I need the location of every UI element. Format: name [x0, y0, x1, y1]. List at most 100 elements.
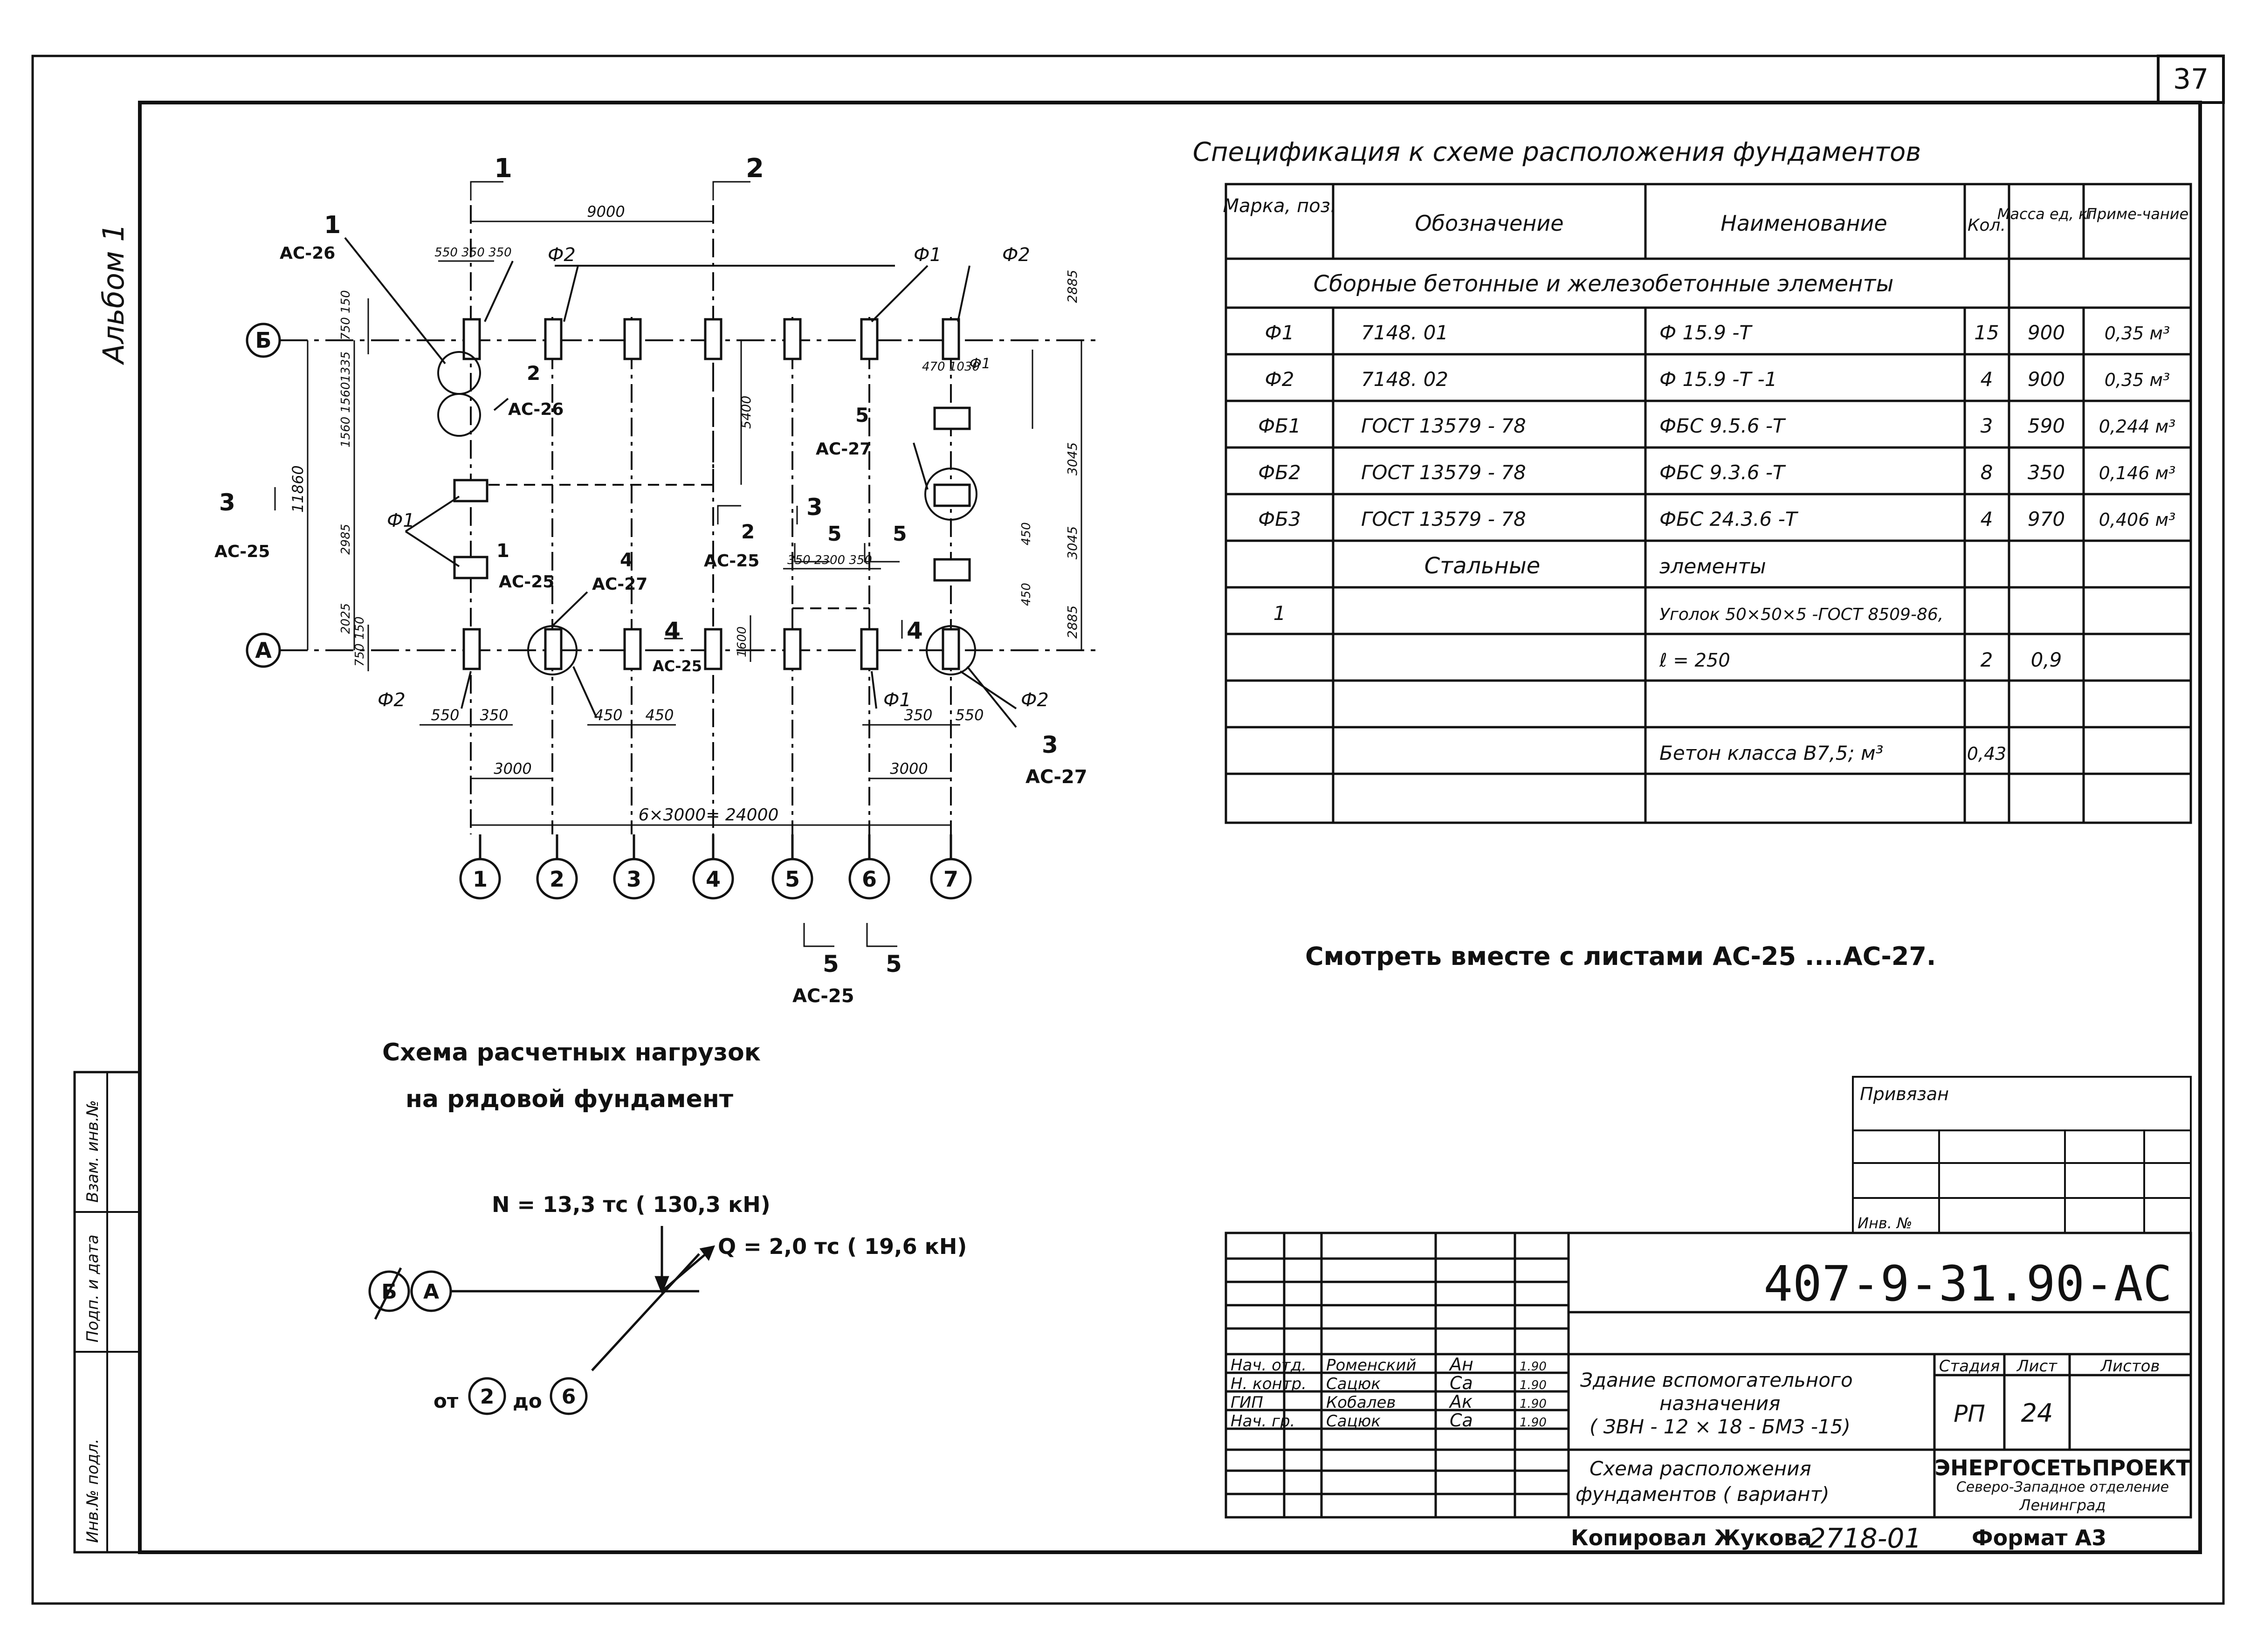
title-block-roles: Нач. отд. Н. контр. ГИП Нач. гр. Роменск… [1231, 1354, 1547, 1431]
dim-left-total: 11860 [289, 465, 307, 513]
section-1b-ac: АС-25 [499, 572, 554, 592]
spec-row-4: ФБ2 ГОСТ 13579 - 78 ФБС 9.3.6 -Т 8 350 0… [1258, 461, 2175, 484]
section-4-ref: 4 [620, 550, 633, 571]
section-4c-ref: 4 [907, 617, 923, 644]
spec-header-qty: Кол. [1968, 216, 2006, 235]
spec-group-2-b: элементы [1659, 555, 1766, 578]
name-3: Кобалев [1326, 1393, 1396, 1412]
section-3c-ac: АС-27 [1025, 766, 1087, 788]
spec-cell: 3 [1981, 414, 1993, 437]
spec-cell: 0,35 м³ [2105, 370, 2170, 390]
axis-6-label: 6 [862, 867, 877, 892]
spec-table-header: Марка, поз. Обозначение Наименование Кол… [1223, 195, 2188, 236]
spec-cell: ФБ1 [1258, 414, 1301, 437]
dim-right-top: 470 1030 [922, 360, 980, 374]
spec-cell: 0,146 м³ [2099, 463, 2176, 483]
date-1: 1.90 [1520, 1360, 1547, 1374]
spec-cell: ФБ2 [1258, 461, 1301, 484]
spec-cell: 15 [1974, 321, 1999, 344]
axis-1-label: 1 [473, 867, 488, 892]
dim-right-1: 2885 [1065, 270, 1080, 303]
dim-left-2: 1335 [339, 351, 353, 382]
spec-cell: 900 [2028, 368, 2065, 391]
see-also-note: Смотреть вместе с листами АС-25 ....АС-2… [1305, 942, 1936, 971]
page-number: 37 [2173, 63, 2209, 96]
spec-group-2-a: Стальные [1424, 553, 1541, 579]
signature-2: Са [1450, 1373, 1473, 1393]
load-q: Q = 2,0 тс ( 19,6 кН) [718, 1234, 967, 1259]
dim-left-7: 750 150 [353, 616, 367, 667]
dim-b-550r: 550 [955, 706, 984, 724]
list-value: 24 [2021, 1398, 2053, 1428]
stamp-label-2: Подп. и дата [83, 1234, 102, 1342]
dim-left-3: 1560 1560 [339, 382, 353, 447]
loads-from-axis: 2 [480, 1385, 495, 1409]
dim-center-v: 1600 [735, 626, 749, 657]
loads-to-word: до [513, 1390, 542, 1412]
section-1-ac: АС-26 [280, 244, 335, 263]
spec-row-5: ФБ3 ГОСТ 13579 - 78 ФБС 24.3.6 -Т 4 970 … [1258, 508, 2175, 530]
privyazan-label: Привязан [1860, 1084, 1949, 1104]
section-5-bot-a: 5 [823, 950, 839, 977]
sheet-title-1: Схема расположения [1590, 1457, 1811, 1480]
label-phi2-b: Ф2 [1002, 244, 1030, 266]
name-2: Сацюк [1326, 1375, 1381, 1393]
dimension-lines [274, 181, 1082, 947]
building-line-2: назначения [1659, 1392, 1780, 1415]
spec-header-mass: Масса ед, кг [1997, 205, 2096, 223]
dim-b-350r: 350 [904, 706, 932, 724]
spec-cell: 4 [1981, 368, 1993, 391]
spec-steel-pos: 1 [1273, 602, 1286, 625]
loads-title-2: на рядовой фундамент [406, 1085, 733, 1113]
document-code: 407-9-31.90-АС [1763, 1255, 2172, 1312]
section-5-ac: АС-27 [816, 440, 871, 459]
axis-2-label: 2 [550, 867, 564, 892]
axis-labels: Б А 1 2 3 4 5 6 7 [255, 328, 958, 892]
spec-cell: ФБС 24.3.6 -Т [1659, 508, 1799, 530]
section-3c-ref: 3 [1042, 731, 1058, 758]
loads-title-1: Схема расчетных нагрузок [382, 1039, 761, 1067]
section-2b-ref: 2 [741, 520, 755, 543]
title-block-grid [1225, 1232, 2192, 1519]
section-2-top: 2 [746, 153, 764, 184]
section-5-ref: 5 [855, 404, 869, 427]
spec-title: Спецификация к схеме расположения фундам… [1193, 137, 1921, 167]
loads-axis-b: Б [381, 1280, 397, 1304]
section-2b-ac: АС-25 [704, 551, 759, 571]
dim-b-550: 550 [431, 706, 459, 724]
dim-right-450b: 450 [1019, 583, 1033, 606]
section-4b-ref: 4 [664, 617, 681, 644]
dim-top-small: 550 350 350 [434, 246, 511, 260]
axis-7-label: 7 [943, 867, 958, 892]
name-4: Сацюк [1326, 1412, 1381, 1431]
dim-right-3: 3045 [1065, 526, 1080, 559]
label-phi2-e: Ф2 [378, 689, 406, 711]
org-name: ЭНЕРГОСЕТЬПРОЕКТ [1934, 1455, 2191, 1480]
stamp-label-3: Инв.№ подл. [83, 1439, 102, 1543]
spec-steel-mass: 0,9 [2031, 648, 2062, 671]
list-label: Лист [2016, 1357, 2057, 1376]
role-nach-gr: Нач. гр. [1231, 1412, 1295, 1431]
org-branch: Северо-Западное отделение [1956, 1479, 2169, 1495]
section-refs: 1 2 1 АС-26 2 АС-26 3 АС-25 1 АС-25 4 АС… [214, 153, 1087, 1007]
label-phi1-f: Ф1 [883, 689, 911, 711]
dim-right-450a: 450 [1019, 522, 1033, 545]
order-number: 2718-01 [1809, 1522, 1921, 1554]
dim-b-450b: 450 [645, 706, 674, 724]
role-n-kontr: Н. контр. [1231, 1375, 1307, 1393]
building-line-3: ( ЗВН - 12 × 18 - БМЗ -15) [1590, 1415, 1851, 1438]
spec-cell: 900 [2028, 321, 2065, 344]
section-3-ref: 3 [219, 489, 235, 516]
dim-left-1: 750 150 [339, 290, 353, 340]
spec-cell: ГОСТ 13579 - 78 [1361, 461, 1526, 484]
stage-label: Стадия [1939, 1357, 2000, 1376]
spec-cell: Ф2 [1265, 368, 1294, 391]
album-label: Альбом 1 [96, 223, 131, 365]
loads-diagram [368, 1226, 716, 1415]
org-city: Ленинград [2019, 1496, 2106, 1514]
axis-a-label: А [255, 638, 272, 663]
role-nach-otd: Нач. отд. [1231, 1356, 1307, 1375]
spec-cell: 0,35 м³ [2105, 323, 2170, 344]
dim-right-2: 3045 [1065, 442, 1080, 475]
